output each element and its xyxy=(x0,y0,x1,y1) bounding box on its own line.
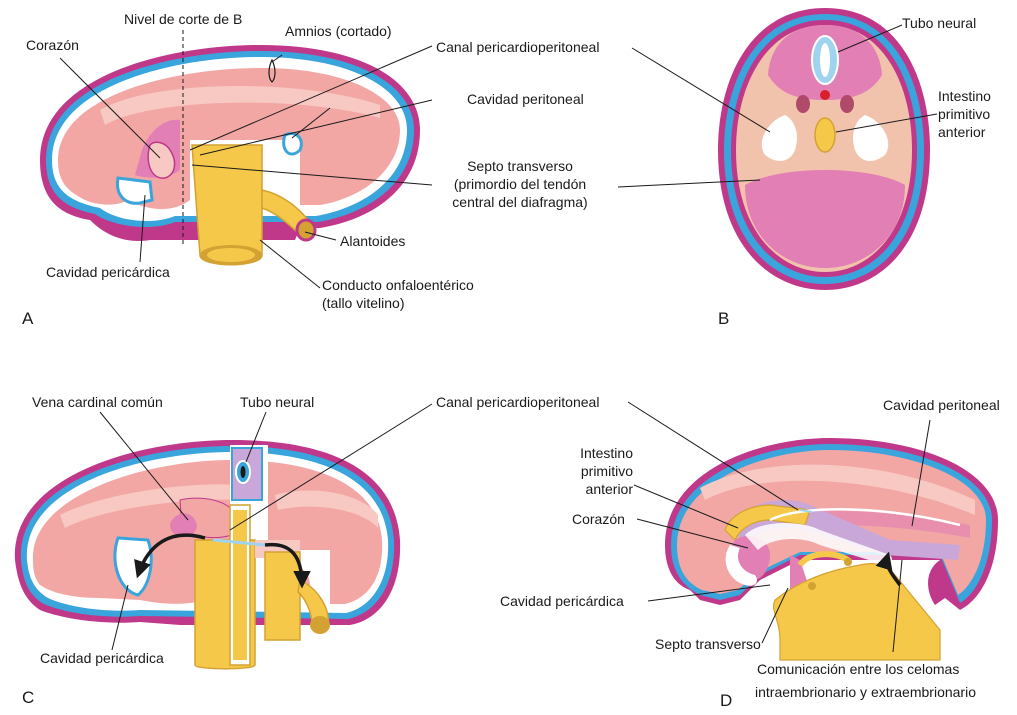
panel-letter-a: A xyxy=(22,309,34,328)
label-b-foregut-line1: Intestino xyxy=(938,88,991,104)
label-amnion: Amnios (cortado) xyxy=(285,23,392,39)
panel-letter-d: D xyxy=(720,691,732,710)
label-a-pericardioperitoneal-canal: Canal pericardioperitoneal xyxy=(436,39,599,55)
label-c-neural-tube: Tubo neural xyxy=(240,394,314,410)
label-d-foregut-line3: anterior xyxy=(586,481,634,497)
label-a-peritoneal-cavity: Cavidad peritoneal xyxy=(467,91,584,107)
label-c-pericardial-cavity: Cavidad pericárdica xyxy=(40,650,164,666)
panel-d: Cavidad peritoneal Intestino primitivo a… xyxy=(500,397,1000,710)
label-allantois: Alantoides xyxy=(340,233,405,249)
panel-b-cross-section xyxy=(718,8,930,290)
panel-a: Nivel de corte de B Amnios (cortado) Cor… xyxy=(22,11,599,328)
label-b-neural-tube: Tubo neural xyxy=(902,15,976,31)
label-d-peritoneal-cavity: Cavidad peritoneal xyxy=(883,397,1000,413)
label-c-cardinal-vein: Vena cardinal común xyxy=(32,394,163,410)
label-a-pericardial-cavity: Cavidad pericárdica xyxy=(46,264,170,280)
label-a-heart: Corazón xyxy=(26,37,79,53)
label-d-communication-line2: intraembrionario y extraembrionario xyxy=(755,684,976,700)
panel-letter-b: B xyxy=(718,309,729,328)
label-d-communication-line1: Comunicación entre los celomas xyxy=(757,661,959,677)
label-a-septum-line2: (primordio del tendón xyxy=(454,176,586,192)
panel-c: Vena cardinal común Tubo neural Canal pe… xyxy=(15,394,600,707)
label-b-foregut-line3: anterior xyxy=(938,124,986,140)
label-duct-line1: Conducto onfaloentérico xyxy=(322,277,474,293)
label-section-level: Nivel de corte de B xyxy=(124,11,242,27)
label-d-pericardial-cavity: Cavidad pericárdica xyxy=(500,593,624,609)
label-d-heart: Corazón xyxy=(572,511,625,527)
label-d-foregut-line2: primitivo xyxy=(581,463,633,479)
label-a-septum-line3: central del diafragma) xyxy=(452,194,587,210)
label-a-septum-line1: Septo transverso xyxy=(467,158,573,174)
label-d-foregut-line1: Intestino xyxy=(580,445,633,461)
panel-b: Tubo neural Intestino primitivo anterior… xyxy=(618,8,991,328)
label-duct-line2: (tallo vitelino) xyxy=(322,295,404,311)
panel-letter-c: C xyxy=(22,688,34,707)
label-c-pericardioperitoneal-canal: Canal pericardioperitoneal xyxy=(436,394,599,410)
label-d-septum: Septo transverso xyxy=(655,636,761,652)
label-b-foregut-line2: primitivo xyxy=(938,106,990,122)
